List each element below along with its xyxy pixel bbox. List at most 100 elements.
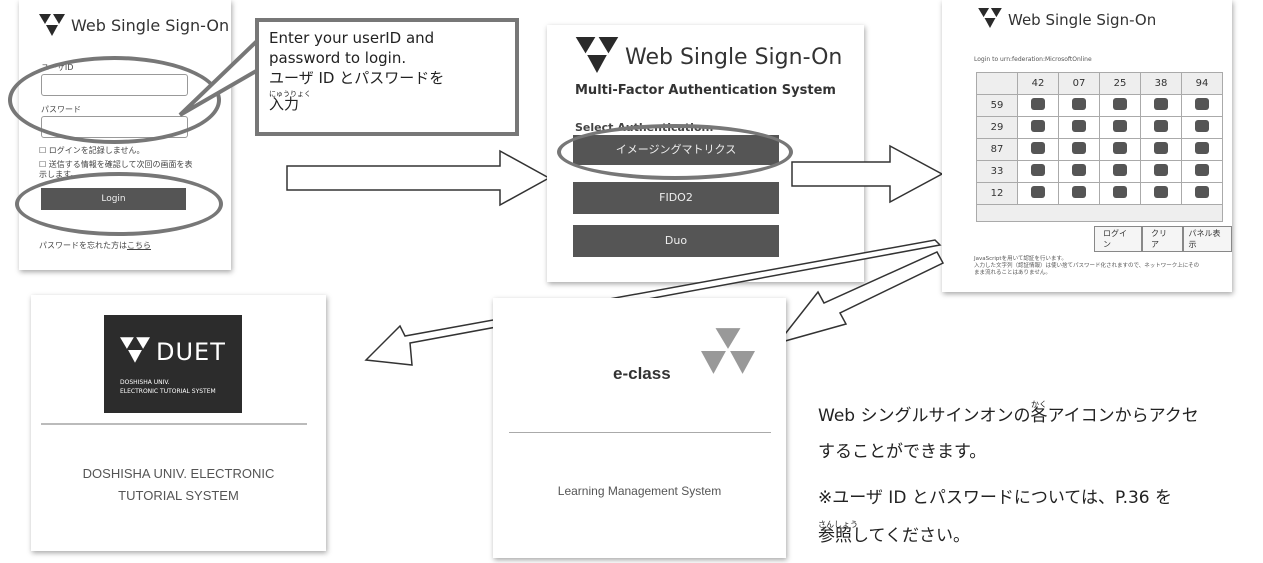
cake2-icon <box>1113 186 1127 198</box>
note-line4-post: してください。 <box>852 526 970 546</box>
car-icon <box>1195 142 1209 154</box>
tree-icon <box>1195 186 1209 198</box>
callout-ruby: にゅうりょく <box>269 90 311 98</box>
duet-logo-sub2: ELECTRONIC TUTORIAL SYSTEM <box>120 388 216 395</box>
cake-icon <box>1031 98 1045 110</box>
mfa-title: Multi-Factor Authentication System <box>575 83 836 98</box>
arrow-login-to-mfa <box>286 149 551 207</box>
dog-icon <box>1072 142 1086 154</box>
ball-icon <box>1195 164 1209 176</box>
note-line3: ※ユーザ ID とパスワードについては、P.36 を <box>818 488 1173 508</box>
callout-line3: ユーザ ID とパスワードを <box>269 69 445 87</box>
triangles-logo-icon <box>1031 186 1045 198</box>
matrix-row-header: 12 <box>976 182 1018 205</box>
duet-logo: DUET DOSHISHA UNIV. ELECTRONIC TUTORIAL … <box>104 315 242 413</box>
triangles-logo-icon <box>120 337 150 367</box>
shell-icon <box>1154 186 1168 198</box>
highlight-oval-credentials <box>8 56 221 144</box>
bird-icon <box>1113 164 1127 176</box>
callout-box: Enter your userID and password to login.… <box>255 18 519 136</box>
matrix-cell[interactable] <box>1017 138 1059 161</box>
matrix-row-header: 59 <box>976 94 1018 117</box>
arrow-mfa-to-matrix <box>791 144 944 204</box>
matrix-cell[interactable] <box>1017 160 1059 183</box>
remember-label: ログインを記録しません。 <box>48 146 145 155</box>
bear-icon <box>1113 120 1127 132</box>
forgot-text: パスワードを忘れた方は <box>39 241 127 250</box>
matrix-cell[interactable] <box>1099 182 1141 205</box>
note-ruby-sansho: さんしょう <box>818 520 858 529</box>
face-icon <box>1031 142 1045 154</box>
note-ruby-kaku: かく <box>1030 400 1047 409</box>
cat-icon <box>1154 98 1168 110</box>
airplane-icon <box>1113 142 1127 154</box>
matrix-corner <box>976 72 1018 95</box>
duet-caption-line2: TUTORIAL SYSTEM <box>118 488 239 503</box>
mfa-logo: Web Single Sign-On <box>575 37 842 77</box>
sso-logo: Web Single Sign-On <box>39 14 229 36</box>
access-note: Web シングルサインオンのかく各アイコンからアクセ することができます。 ※ユ… <box>818 398 1263 554</box>
callout-line2: password to login. <box>269 49 407 67</box>
option-fido2-button[interactable]: FIDO2 <box>573 182 779 214</box>
highlight-oval-login <box>15 172 223 236</box>
note-line1-post: アイコンからアクセ <box>1047 406 1199 426</box>
consent-label: 送信する情報を確認して次回の画面を表示します。 <box>39 160 193 179</box>
note-line1: Web シングルサインオンのかく各アイコンからアクセ <box>818 398 1263 434</box>
matrix-cell[interactable] <box>1181 94 1223 117</box>
forgot-link[interactable]: こちら <box>127 241 151 250</box>
triangles-logo-icon <box>978 8 1002 32</box>
matrix-panel-display-button[interactable]: パネル表示 <box>1182 226 1232 252</box>
option-duo-button[interactable]: Duo <box>573 225 779 257</box>
boat-icon <box>1154 142 1168 154</box>
broom-icon <box>1195 98 1209 110</box>
gray-triangles-logo-icon <box>701 328 755 378</box>
matrix-cell[interactable] <box>1181 160 1223 183</box>
fan-icon <box>1154 120 1168 132</box>
triangles-logo-icon <box>575 37 619 77</box>
matrix-note-line1: JavaScriptを用いて認証を行います。 <box>974 256 1067 262</box>
flower-icon <box>1031 164 1045 176</box>
matrix-buttons: ログイン クリア パネル表示 <box>1094 226 1232 252</box>
matrix-clear-button[interactable]: クリア <box>1142 226 1183 252</box>
eclass-caption: Learning Management System <box>557 484 722 498</box>
triangles-logo-icon <box>39 14 65 36</box>
matrix-col-header: 94 <box>1181 72 1223 95</box>
duet-logo-text: DUET <box>156 338 226 366</box>
bottle-icon <box>1031 120 1045 132</box>
matrix-login-button[interactable]: ログイン <box>1094 226 1142 252</box>
matrix-note-line3: まま流れることはありません。 <box>974 270 1051 276</box>
login-to-text: Login to urn:federation:MicrosoftOnline <box>974 56 1092 63</box>
highlight-oval-imaging-matrix <box>557 124 793 180</box>
matrix-cell[interactable] <box>1181 182 1223 205</box>
remember-checkbox-row[interactable]: ☐ ログインを記録しません。 <box>39 146 145 155</box>
duet-logo-sub1: DOSHISHA UNIV. <box>120 379 170 386</box>
duet-panel: DUET DOSHISHA UNIV. ELECTRONIC TUTORIAL … <box>31 295 326 551</box>
mfa-logo-text: Web Single Sign-On <box>625 44 843 70</box>
matrix-input-row[interactable] <box>976 204 1223 222</box>
matrix-panel: Web Single Sign-On Login to urn:federati… <box>942 0 1232 292</box>
note-line2: することができます。 <box>818 442 987 462</box>
callout-line4: 入力 <box>269 95 300 113</box>
sso-logo-text: Web Single Sign-On <box>71 15 230 35</box>
matrix-note-line2: 入力した文字列（認証情報）は使い捨てパスワード化されますので、ネットワーク上にそ… <box>974 263 1200 269</box>
consent-checkbox-row[interactable]: ☐ 送信する情報を確認して次回の画面を表示します。 <box>39 160 193 179</box>
matrix-logo-text: Web Single Sign-On <box>1008 11 1157 29</box>
matrix-col-header: 42 <box>1017 72 1059 95</box>
matrix-row-header: 87 <box>976 138 1018 161</box>
eclass-panel: e-class Learning Management System <box>493 298 786 558</box>
matrix-note: JavaScriptを用いて認証を行います。 入力した文字列（認証情報）は使い捨… <box>974 256 1229 277</box>
note-line4: さんしょう参照してください。 <box>818 518 1263 554</box>
bowl-icon <box>1072 98 1086 110</box>
note-line1-pre: Web シングルサインオンの <box>818 406 1031 426</box>
matrix-col-header: 38 <box>1140 72 1182 95</box>
book-icon <box>1154 164 1168 176</box>
plant-icon <box>1072 186 1086 198</box>
note-kanji-kaku: 各 <box>1030 406 1048 426</box>
duet-caption: DOSHISHA UNIV. ELECTRONIC TUTORIAL SYSTE… <box>31 463 326 507</box>
figure-icon <box>1113 98 1127 110</box>
duet-divider <box>41 423 307 425</box>
image-matrix-table: 42 07 25 38 94 59 29 87 <box>976 72 1223 222</box>
note-kanji-sansho: 参照 <box>818 526 852 546</box>
